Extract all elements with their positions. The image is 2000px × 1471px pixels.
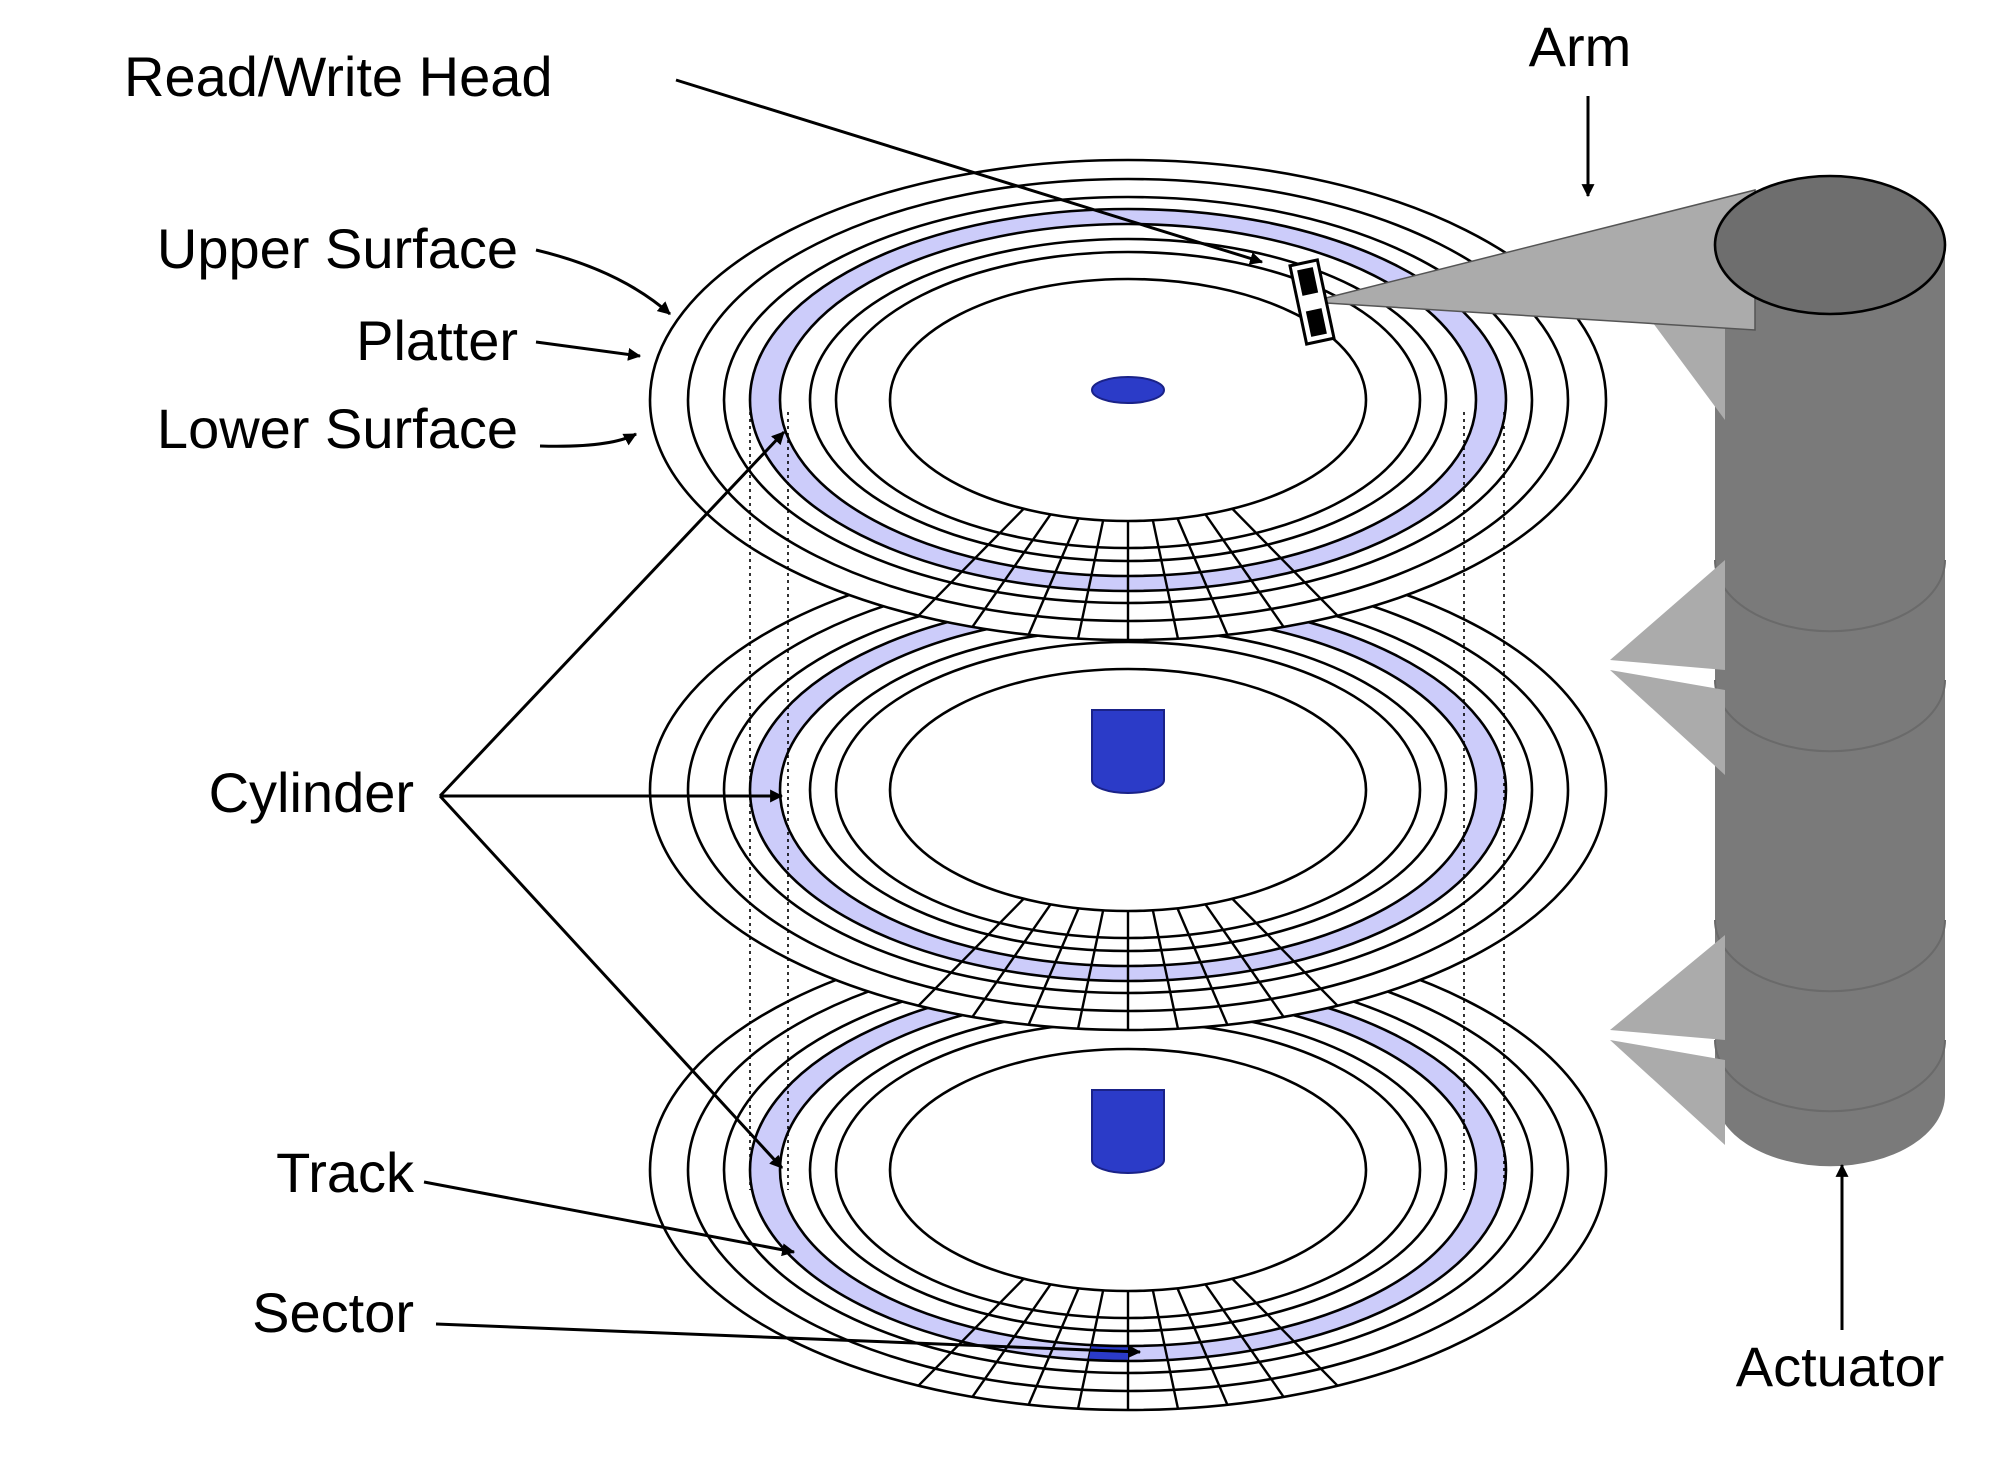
label-read-write-head: Read/Write Head: [124, 45, 553, 108]
track-ring: [888, 667, 1368, 913]
platter-stack: [648, 158, 1608, 1412]
labels: Read/Write Head Arm Upper Surface Platte…: [124, 15, 1944, 1398]
track-ring: [722, 195, 1534, 605]
actuator-band: [1714, 679, 1946, 753]
label-arm: Arm: [1529, 15, 1632, 78]
arrow-read-write-head: [675, 78, 1264, 265]
spindle: [1091, 1089, 1165, 1174]
arm-4: [1610, 935, 1725, 1040]
arrow-lower-surface: [539, 432, 637, 448]
label-track: Track: [276, 1141, 415, 1204]
label-cylinder: Cylinder: [209, 761, 414, 824]
pointer-arrows: [423, 78, 1849, 1359]
track-ring: [888, 277, 1368, 523]
label-sector: Sector: [252, 1281, 414, 1344]
label-lower-surface: Lower Surface: [157, 397, 518, 460]
arrow-sector: [435, 1322, 1142, 1359]
label-platter: Platter: [356, 309, 518, 372]
arrow-upper-surface: [535, 248, 671, 316]
actuator-band: [1714, 559, 1946, 633]
arm-3: [1610, 670, 1725, 775]
actuator-band: [1714, 1039, 1946, 1113]
platter-2: [648, 548, 1608, 1032]
actuator-top: [1713, 174, 1947, 316]
spindle: [1091, 709, 1165, 794]
head-bottom: [1305, 308, 1327, 337]
track-ring: [778, 222, 1478, 578]
spindle: [1091, 376, 1165, 404]
arrow-cylinder-bottom: [438, 794, 784, 1170]
arrow-cylinder-top: [438, 430, 786, 798]
read-write-head-icon: [1288, 258, 1336, 346]
actuator-band: [1714, 919, 1946, 993]
track-ring: [686, 177, 1570, 623]
sector-highlight: [1088, 1345, 1128, 1361]
track-ring: [648, 158, 1608, 642]
head-top: [1297, 267, 1319, 296]
track-ring: [808, 237, 1448, 563]
track-ring: [834, 640, 1422, 940]
track-ring: [834, 250, 1422, 550]
track-ring: [888, 1047, 1368, 1293]
top-arm: [1288, 174, 1947, 346]
arm-2: [1610, 560, 1725, 670]
actuator-assembly: [1610, 245, 1946, 1167]
arm-5: [1610, 1040, 1725, 1145]
arrow-platter: [535, 340, 642, 361]
arrow-track: [423, 1180, 796, 1257]
platter-1: [648, 158, 1608, 642]
actuator-body: [1715, 245, 1945, 1167]
track-ring: [748, 207, 1508, 593]
label-upper-surface: Upper Surface: [157, 217, 518, 280]
label-actuator: Actuator: [1736, 1335, 1945, 1398]
